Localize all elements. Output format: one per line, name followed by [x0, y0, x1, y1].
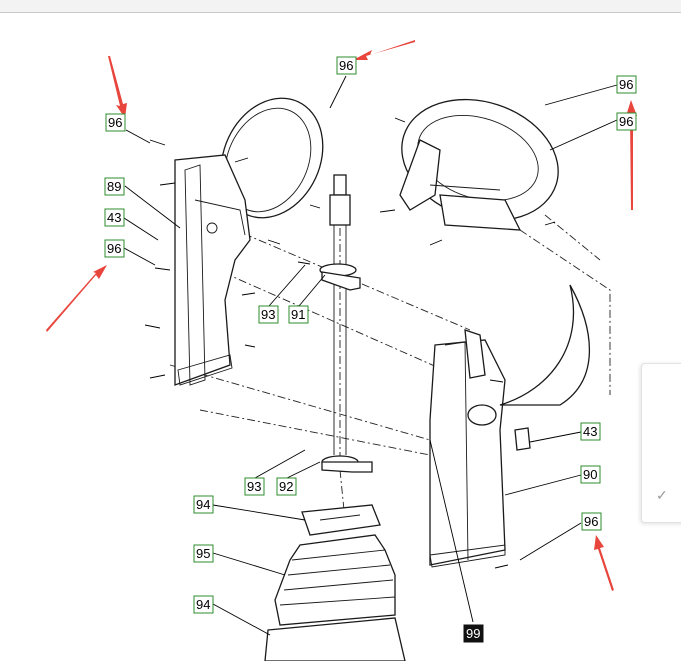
svg-text:91: 91: [291, 307, 305, 322]
red-arrow-top-center: [353, 40, 415, 60]
red-arrow-top-right: [626, 100, 637, 210]
svg-text:96: 96: [339, 58, 353, 73]
svg-text:96: 96: [619, 77, 633, 92]
callout-96: 96: [104, 239, 125, 258]
callout-leader-lines: [123, 75, 618, 636]
upper-clamp: [319, 263, 361, 291]
callout-99: 99: [463, 624, 484, 643]
callout-92: 92: [276, 477, 297, 496]
svg-text:95: 95: [196, 546, 210, 561]
red-arrow-top-left: [108, 56, 127, 118]
callout-43: 43: [580, 422, 601, 441]
callout-95: 95: [193, 544, 214, 563]
check-icon[interactable]: ✓: [656, 487, 668, 503]
svg-text:96: 96: [108, 115, 122, 130]
callout-89: 89: [104, 177, 125, 196]
svg-text:89: 89: [107, 179, 121, 194]
red-arrow-bottom-right: [594, 535, 614, 591]
callout-96: 96: [616, 112, 637, 131]
callout-43: 43: [104, 208, 125, 227]
svg-text:43: 43: [107, 210, 121, 225]
left-steering-column-cover: [174, 97, 324, 386]
svg-text:94: 94: [196, 497, 210, 512]
callout-96: 96: [105, 113, 126, 132]
svg-text:93: 93: [247, 479, 261, 494]
svg-text:96: 96: [619, 114, 633, 129]
callout-94: 94: [193, 595, 214, 614]
callout-90: 90: [580, 465, 601, 484]
callout-93: 93: [244, 477, 265, 496]
svg-text:96: 96: [107, 241, 121, 256]
annotation-arrows: [46, 40, 637, 591]
callout-94: 94: [193, 495, 214, 514]
svg-text:94: 94: [196, 597, 210, 612]
right-steering-column-cover: [429, 284, 591, 568]
callout-96: 96: [581, 512, 602, 531]
svg-text:96: 96: [584, 514, 598, 529]
steering-shaft: [329, 174, 351, 455]
upper-right-cover-ring: [399, 98, 559, 231]
side-panel[interactable]: ✓: [641, 363, 681, 523]
svg-text:92: 92: [279, 479, 293, 494]
svg-text:93: 93: [261, 307, 275, 322]
svg-text:99: 99: [466, 626, 480, 641]
gear-boot-assembly: [264, 504, 406, 661]
screw-fasteners: [144, 117, 556, 569]
red-arrow-left: [46, 265, 107, 332]
callout-96: 96: [616, 75, 637, 94]
callout-96: 96: [336, 56, 357, 75]
lower-clamp: [321, 455, 373, 473]
callout-93: 93: [258, 305, 279, 324]
window-top-bar: [0, 0, 681, 13]
callout-91: 91: [288, 305, 309, 324]
svg-text:90: 90: [583, 467, 597, 482]
svg-text:43: 43: [583, 424, 597, 439]
